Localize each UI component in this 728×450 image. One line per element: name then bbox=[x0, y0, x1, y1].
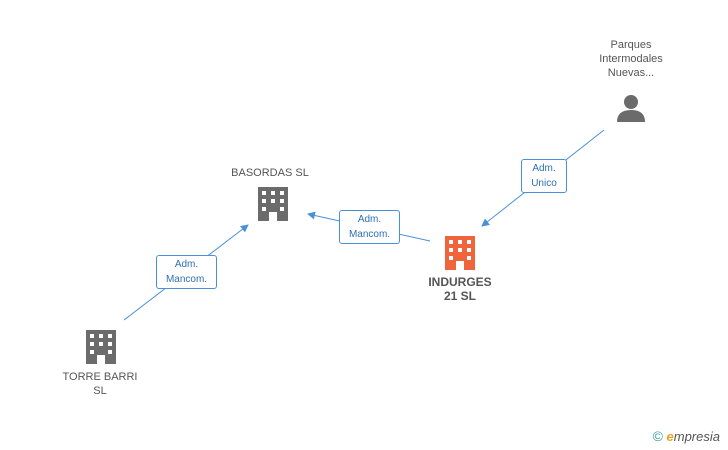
node-label-parques[interactable]: Parques Intermodales Nuevas... bbox=[585, 38, 677, 80]
edge-label-line: Adm. bbox=[174, 259, 199, 270]
node-label-torre[interactable]: TORRE BARRI SL bbox=[54, 370, 146, 398]
node-label-line: Parques bbox=[610, 39, 652, 51]
brand-rest: mpresia bbox=[673, 429, 720, 444]
node-label-basordas[interactable]: BASORDAS SL bbox=[222, 166, 318, 180]
building-icon-torre[interactable] bbox=[86, 330, 116, 364]
edge-label-line: Unico bbox=[531, 178, 557, 189]
copyright-symbol: © bbox=[652, 428, 663, 444]
empresia-logo: © empresia bbox=[653, 428, 720, 444]
edge-label-line: Mancom. bbox=[348, 229, 391, 240]
brand-e: e bbox=[666, 429, 674, 444]
node-label-indurges[interactable]: INDURGES 21 SL bbox=[414, 275, 506, 303]
node-label-line: TORRE BARRI bbox=[62, 371, 138, 383]
node-label-line: BASORDAS SL bbox=[231, 167, 309, 179]
node-label-line: INDURGES bbox=[428, 275, 492, 289]
building-icon-indurges[interactable] bbox=[445, 236, 475, 270]
edge-label-line: Adm. bbox=[357, 214, 382, 225]
edge-label-line: Adm. bbox=[532, 163, 556, 174]
node-label-line: 21 SL bbox=[443, 289, 476, 303]
node-label-line: Nuevas... bbox=[607, 67, 655, 79]
node-label-line: SL bbox=[93, 385, 107, 397]
node-label-line: Intermodales bbox=[599, 53, 663, 65]
edge-label-parques-indurges: Adm. Unico bbox=[521, 159, 567, 193]
edge-label-torre-basordas: Adm. Mancom. bbox=[156, 255, 217, 289]
edge-label-line: Mancom. bbox=[165, 274, 208, 285]
person-icon[interactable] bbox=[617, 95, 645, 122]
building-icon-basordas[interactable] bbox=[258, 187, 288, 221]
edge-label-indurges-basordas: Adm. Mancom. bbox=[339, 210, 400, 244]
